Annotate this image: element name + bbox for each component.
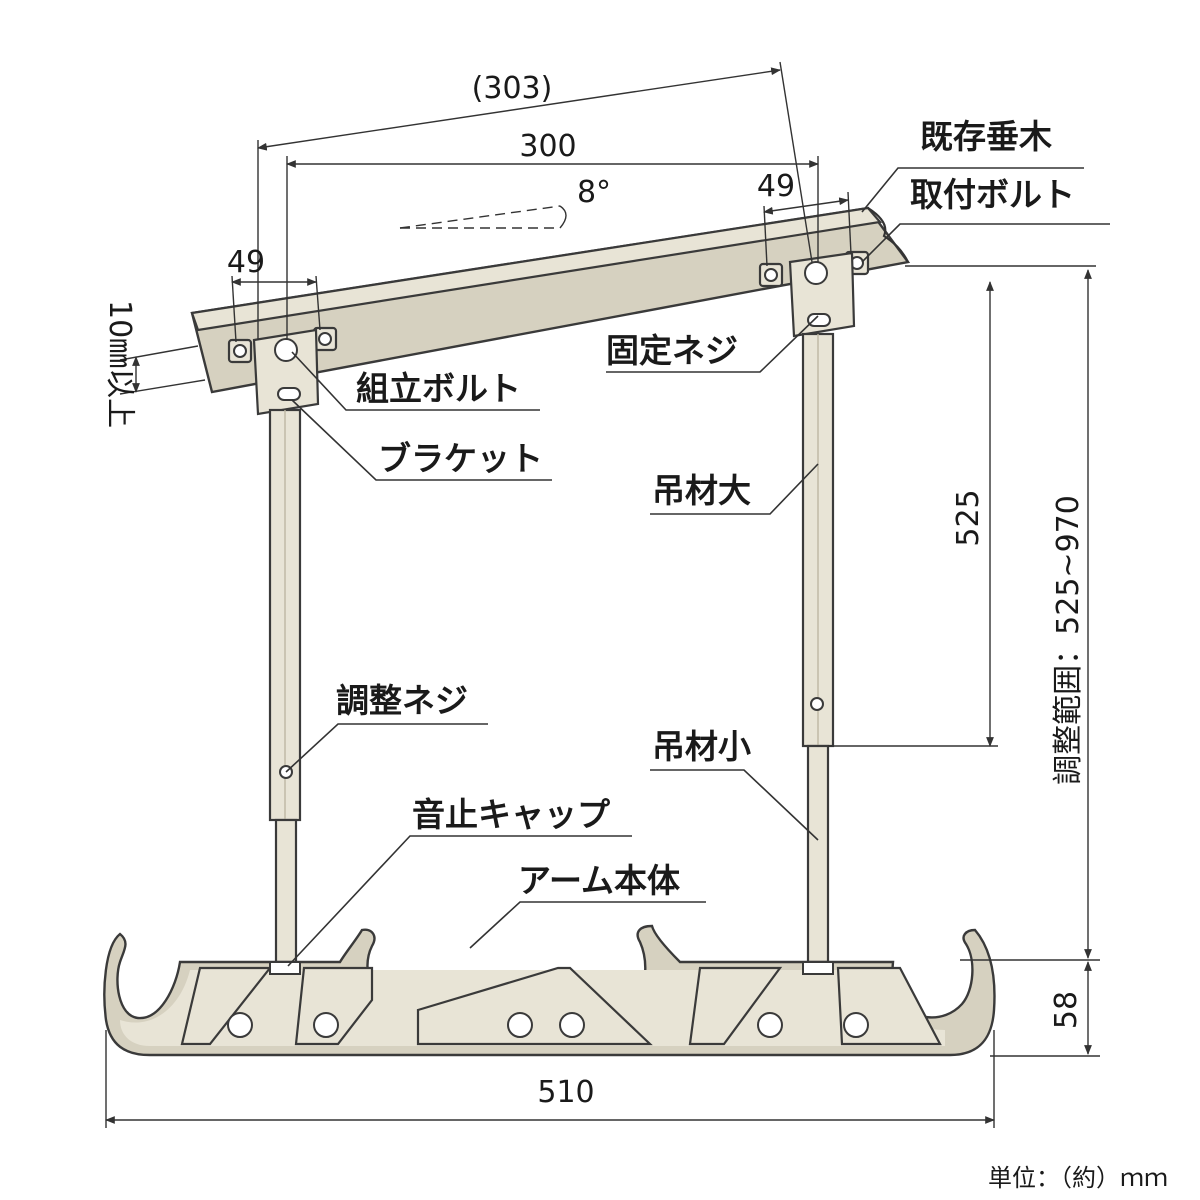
mount-bolt-right-a xyxy=(758,262,784,288)
hanger-right xyxy=(801,332,835,964)
arm-body xyxy=(103,924,996,1057)
dim-bolt-left: 49 xyxy=(227,245,265,280)
label-mount-bolt: 取付ボルト xyxy=(910,175,1075,214)
label-hanger-large: 吊材大 xyxy=(652,471,751,510)
dim-angle: 8° xyxy=(577,175,611,210)
label-assembly-bolt: 組立ボルト xyxy=(356,369,521,408)
dim-arm-height: 58 xyxy=(1049,991,1084,1029)
dim-min-thickness: 10㎜以上 xyxy=(102,300,137,428)
noise-cap-right xyxy=(802,961,834,975)
label-noise-cap: 音止キャップ xyxy=(412,795,611,834)
dim-ref-length: (303) xyxy=(472,71,553,106)
label-adjust-screw: 調整ネジ xyxy=(336,681,468,720)
dim-length: 300 xyxy=(519,129,576,164)
label-hanger-small: 吊材小 xyxy=(652,727,751,766)
dim-bolt-right: 49 xyxy=(757,169,795,204)
bracket-right xyxy=(788,251,856,338)
label-fixing-screw: 固定ネジ xyxy=(606,331,738,370)
hanger-left xyxy=(268,408,302,964)
dim-arm-width: 510 xyxy=(537,1075,594,1110)
dim-adjust-range: 調整範囲：525~970 xyxy=(1051,495,1086,785)
dim-hanger-length: 525 xyxy=(951,489,986,546)
label-arm-body: アーム本体 xyxy=(518,861,680,900)
mount-bolt-left-a xyxy=(227,338,253,364)
label-existing-rafter: 既存垂木 xyxy=(920,117,1052,156)
label-bracket: ブラケット xyxy=(378,439,543,478)
rafter-beam xyxy=(190,206,911,394)
unit-note: 単位：（約）ｍｍ xyxy=(988,1164,1168,1192)
bracket-left xyxy=(252,328,320,416)
noise-cap-left xyxy=(269,961,301,975)
